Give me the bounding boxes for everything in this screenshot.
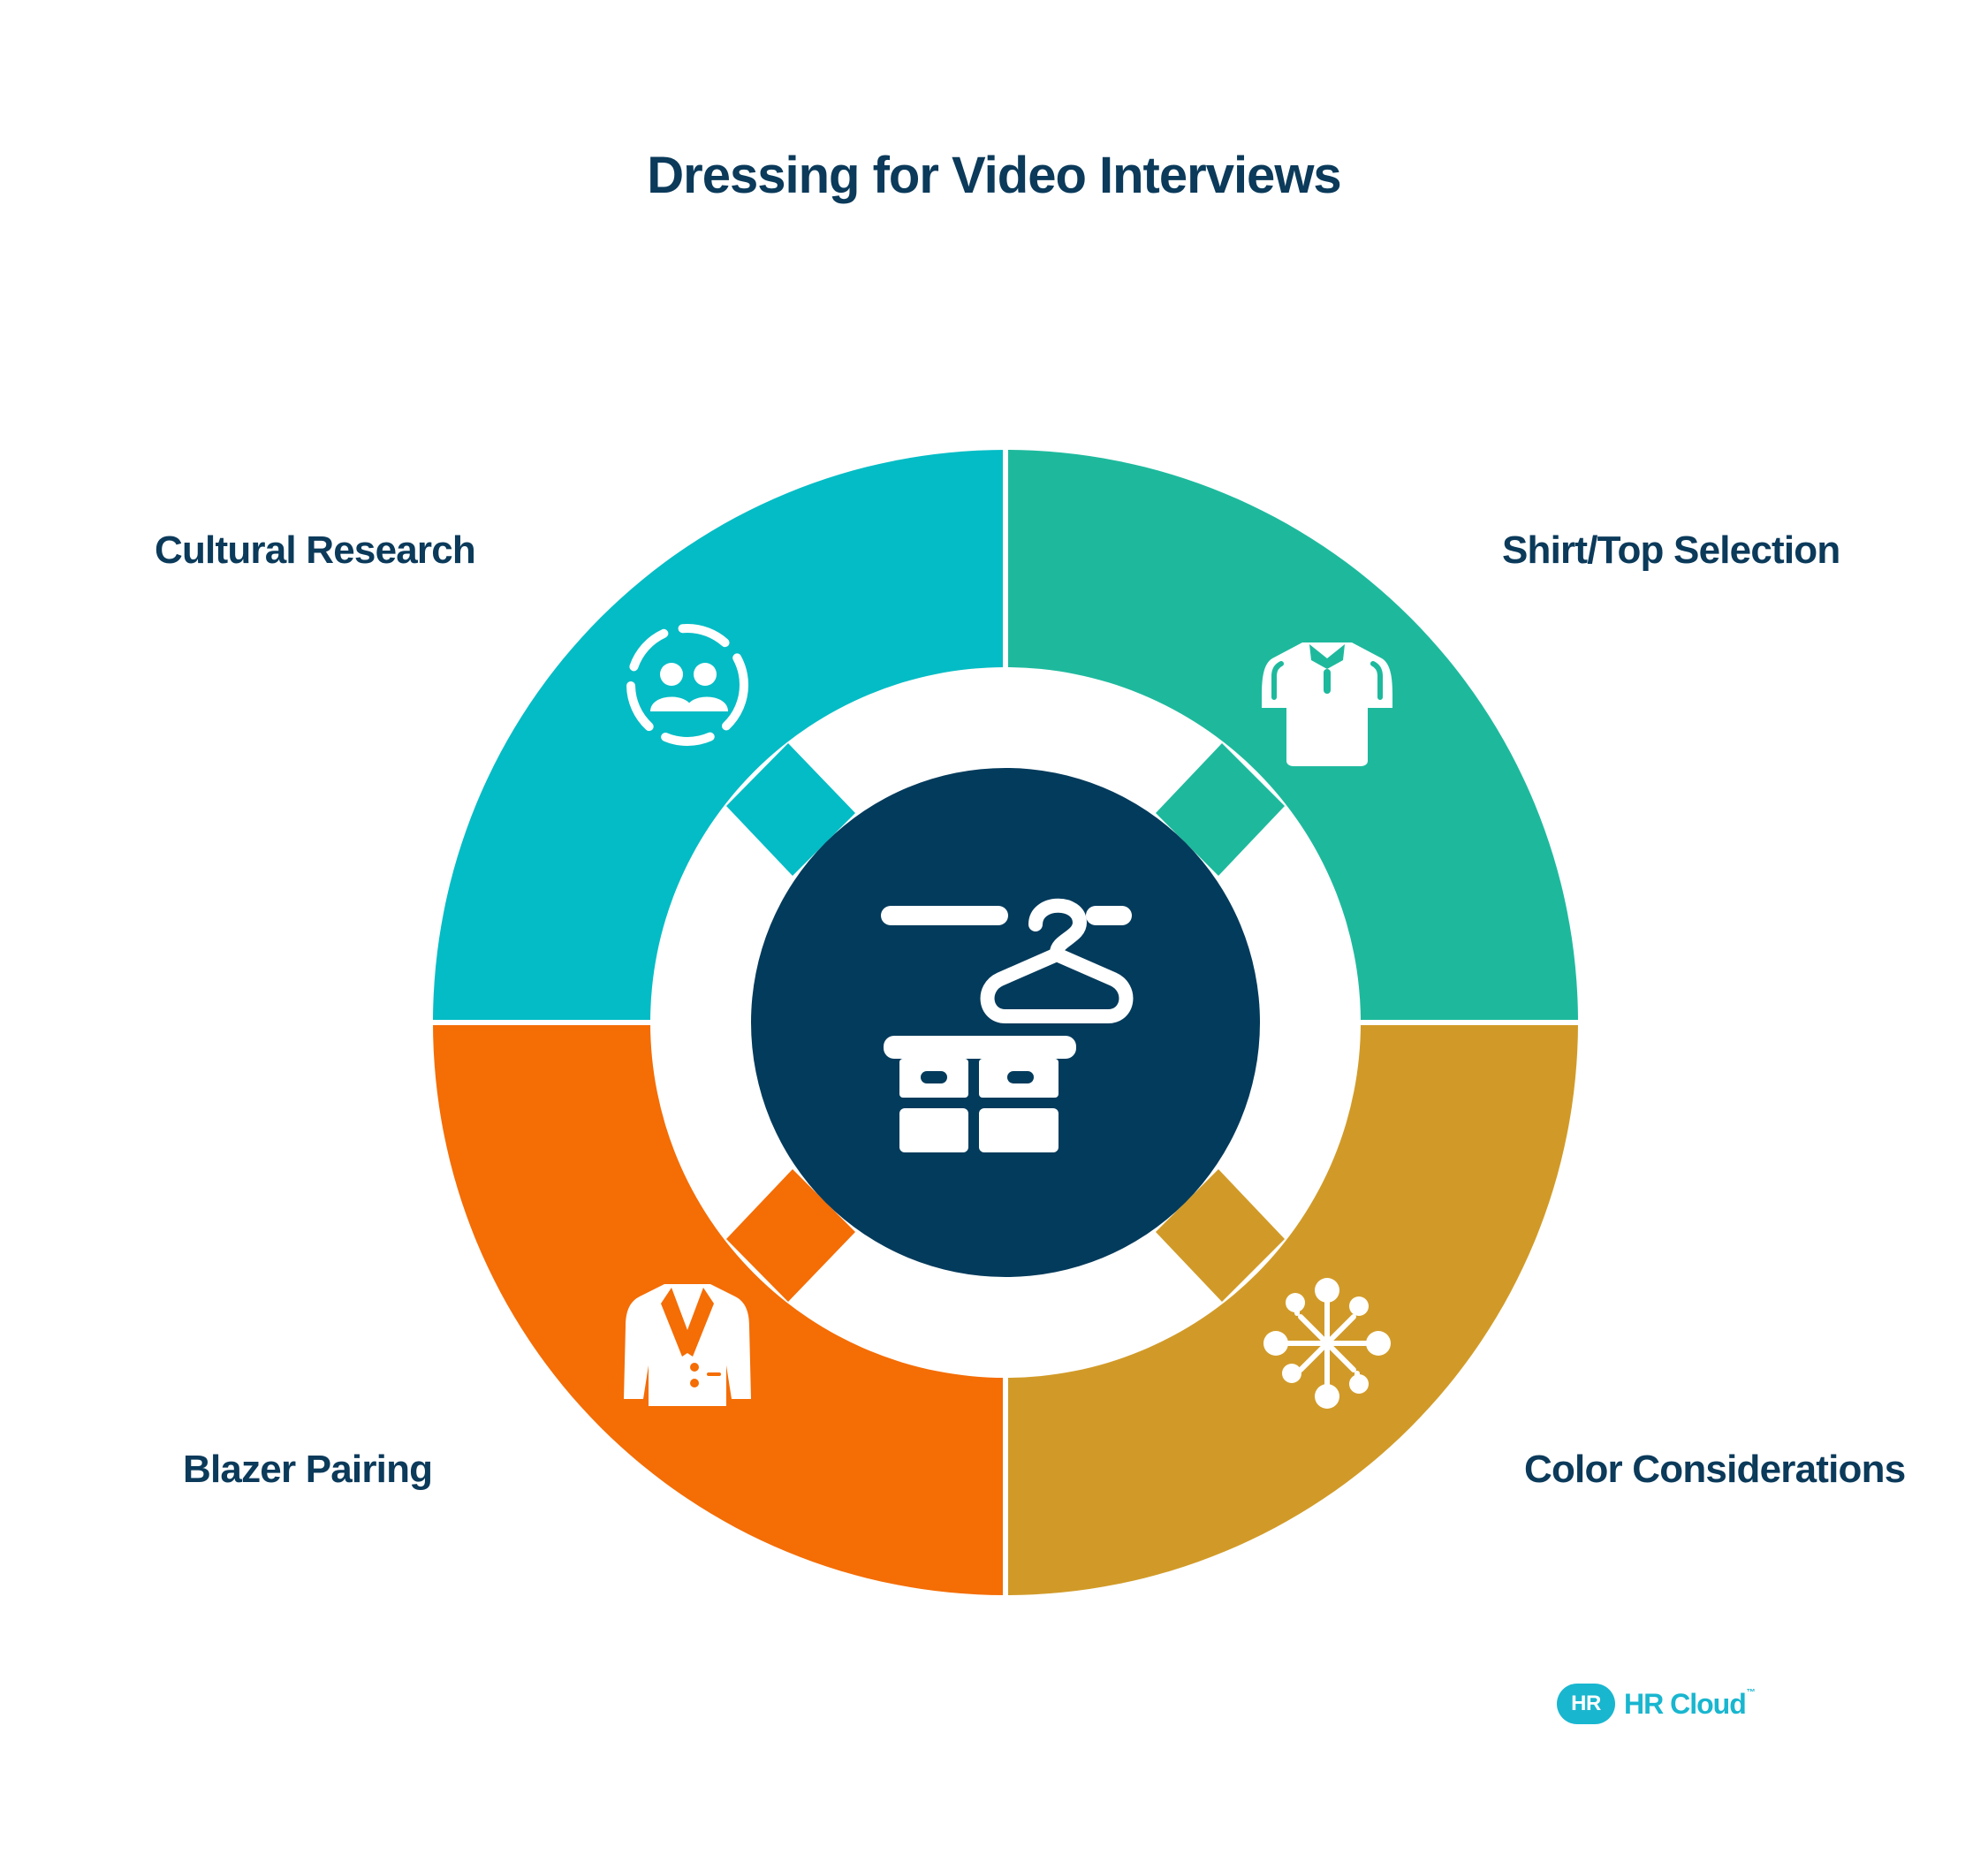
arm-cultural-research [726, 743, 855, 876]
team-circle-icon [626, 624, 748, 746]
label-cultural-research: Cultural Research [155, 528, 476, 572]
color-network-icon [1263, 1278, 1391, 1409]
hr-cloud-logo-text: HR Cloud™ [1624, 1687, 1756, 1721]
arm-blazer-pairing [726, 1169, 855, 1302]
arm-color-considerations [1156, 1169, 1285, 1302]
trademark-mark: ™ [1746, 1687, 1756, 1698]
inner-arms [726, 743, 1285, 1302]
label-shirt-top-selection: Shirt/Top Selection [1502, 528, 1840, 572]
hr-cloud-logo-wordmark: HR Cloud [1624, 1687, 1747, 1720]
label-blazer-pairing: Blazer Pairing [183, 1448, 433, 1491]
wardrobe-hanger-icon [881, 898, 1134, 1152]
polo-shirt-icon [1262, 642, 1392, 766]
blazer-icon [624, 1284, 751, 1406]
arm-shirt-top-selection [1156, 743, 1285, 876]
label-color-considerations: Color Considerations [1524, 1448, 1906, 1491]
hr-cloud-logo: HR HR Cloud™ [1557, 1684, 1756, 1724]
page-title: Dressing for Video Interviews [647, 147, 1341, 204]
hr-cloud-logo-mark: HR [1557, 1684, 1615, 1724]
